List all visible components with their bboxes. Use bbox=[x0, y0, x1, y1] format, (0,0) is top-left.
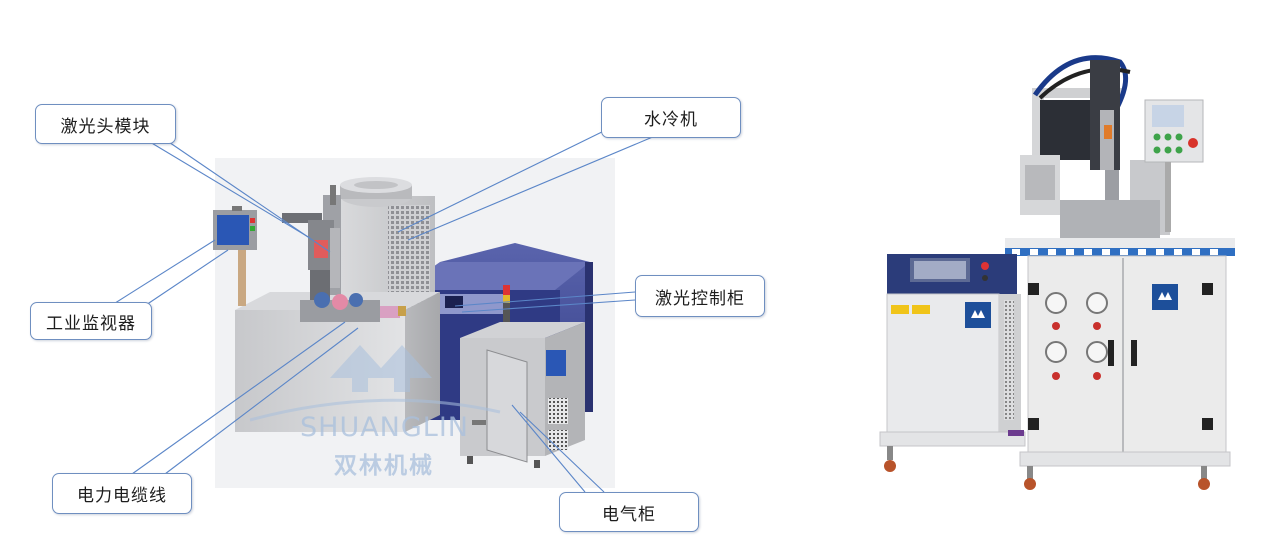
control-box-drawing bbox=[1144, 99, 1204, 232]
watermark-cn: 双林机械 bbox=[334, 453, 434, 479]
leader-water-chiller bbox=[397, 127, 611, 233]
leader-electrical-cabinet bbox=[511, 404, 586, 493]
watermark-en: SHUANGLIN bbox=[300, 412, 469, 443]
table-top-drawing bbox=[1005, 238, 1235, 256]
callout-laser-control-cabinet: 激光控制柜 bbox=[635, 275, 765, 317]
callout-electrical-cabinet: 电气柜 bbox=[559, 492, 699, 532]
leader-laser-head bbox=[139, 135, 311, 239]
electrical-cabinet-drawing bbox=[460, 285, 585, 468]
gantry-drawing bbox=[1020, 55, 1170, 240]
main-cabinet-drawing bbox=[1027, 255, 1227, 457]
leader-laser-control bbox=[454, 291, 636, 307]
laser-head-drawing bbox=[282, 185, 406, 322]
watermark-logo bbox=[249, 345, 501, 422]
leader-power-cable bbox=[131, 321, 346, 475]
callout-water-chiller: 水冷机 bbox=[601, 97, 741, 138]
callout-industrial-monitor: 工业监视器 bbox=[30, 302, 152, 340]
base-frame-drawing bbox=[879, 430, 1231, 490]
monitor-drawing bbox=[213, 206, 257, 306]
callout-power-cable: 电力电缆线 bbox=[52, 473, 192, 514]
leader-monitor bbox=[111, 239, 216, 306]
leader-lines bbox=[111, 127, 656, 493]
laser-unit-drawing bbox=[886, 254, 1021, 435]
callout-laser-head: 激光头模块 bbox=[35, 104, 176, 144]
